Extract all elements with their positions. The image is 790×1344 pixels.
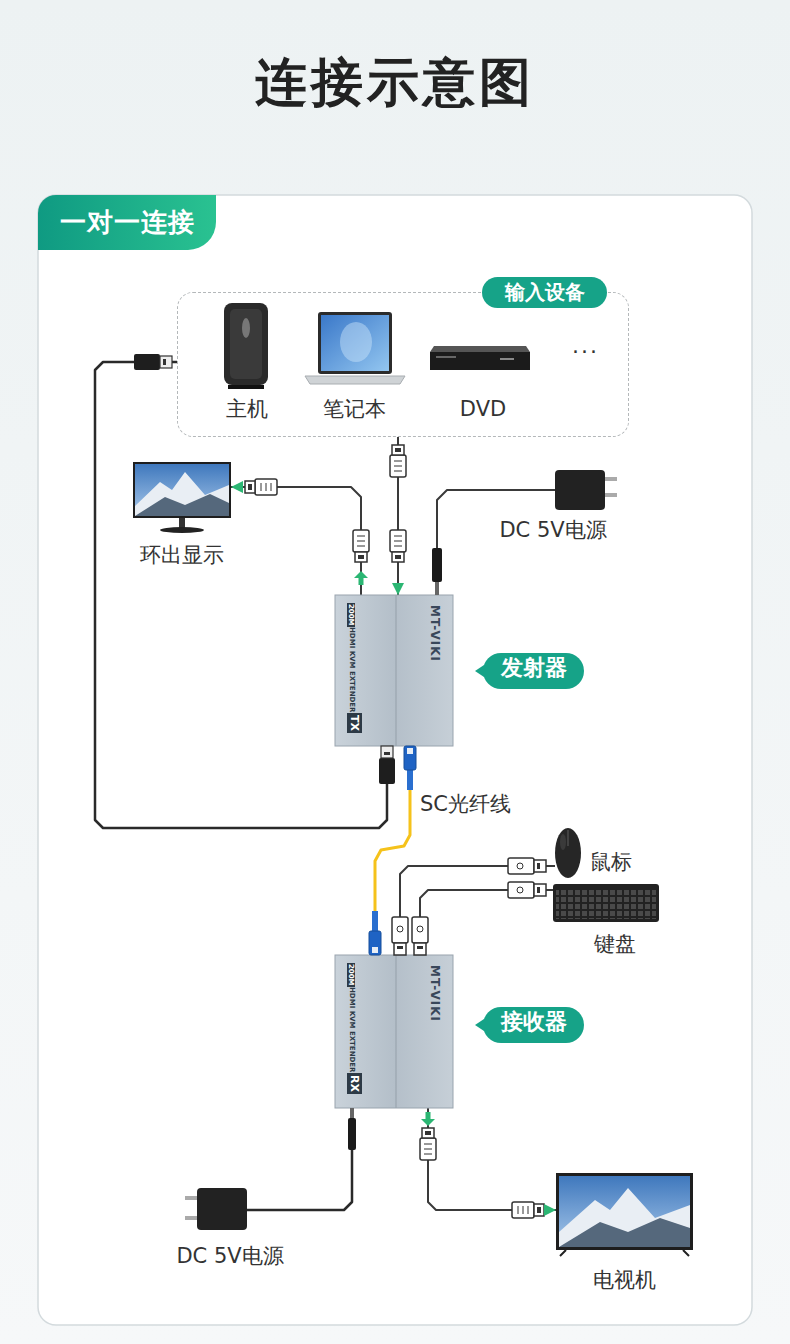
card: [38, 195, 752, 1325]
dc-jack: [432, 548, 442, 595]
node-text: DC 5V电源: [499, 518, 606, 542]
device: DVD: [431, 346, 531, 374]
node-text: DVD: [460, 397, 506, 421]
node-text: 发射器: [483, 653, 584, 689]
node-text: MT-VIKI: [428, 605, 442, 662]
arrow-head: [544, 1204, 556, 1216]
cable: [375, 746, 410, 955]
node-text: 笔记本: [323, 397, 386, 421]
edge-label: SC光纤线: [420, 792, 511, 816]
node-text: 环出显示: [140, 543, 224, 567]
device: 主机: [225, 304, 269, 389]
power-adapter: DC 5V电源: [555, 470, 605, 510]
node-text: RX: [347, 1073, 362, 1094]
node-text: 键盘: [594, 932, 636, 956]
signal-arrow: [354, 571, 368, 585]
usb-plug: [412, 917, 428, 955]
hdmi-plug: [420, 1128, 436, 1160]
hdmi-plug: [390, 530, 406, 562]
node-text: 一对一连接: [38, 195, 216, 250]
node-text: HDMI KVM EXTENDER: [348, 627, 356, 713]
extender-unit: 接收器MT-VIKI200MHDMI KVM EXTENDERRX: [335, 955, 453, 1108]
usb-plug: [508, 882, 546, 898]
device: 键盘: [553, 884, 659, 922]
usb-plug: [134, 354, 172, 370]
hdmi-plug: [390, 445, 406, 477]
usb-plug: [379, 746, 395, 784]
mouse: [555, 828, 581, 878]
node-text: 鼠标: [590, 850, 632, 874]
hdmi-plug: [353, 530, 369, 562]
usb-plug: [508, 858, 546, 874]
device: 电视机: [556, 1173, 693, 1253]
node-text: 接收器: [483, 1007, 584, 1043]
device: 环出显示: [133, 462, 231, 534]
node-text: MT-VIKI: [428, 965, 442, 1022]
cable: [231, 487, 361, 595]
sc-connector: [404, 746, 416, 790]
tab-label: 一对一连接: [38, 195, 216, 250]
node-text: DC 5V电源: [176, 1244, 283, 1268]
node-text: HDMI KVM EXTENDER: [348, 987, 356, 1073]
sc-connector: [369, 911, 381, 955]
cable: [420, 890, 553, 955]
node-text: 输入设备: [482, 277, 607, 308]
power-adapter: [185, 1188, 247, 1230]
transmitter-body: [335, 595, 453, 746]
power-adapter: DC 5V电源: [197, 1188, 247, 1230]
usb-plug: [392, 917, 408, 955]
cable: [428, 1108, 556, 1210]
arrow-head: [231, 481, 243, 493]
arrow-head: [392, 583, 404, 595]
hdmi-plug: [512, 1202, 544, 1218]
device: 鼠标: [555, 828, 581, 878]
node-text: 200M: [347, 603, 355, 627]
node-text: 主机: [226, 397, 268, 421]
page-title: 连接示意图: [0, 48, 790, 118]
keyboard: [553, 884, 659, 922]
signal-arrow: [421, 1112, 435, 1126]
monitor: [133, 462, 231, 533]
receiver-body: [335, 955, 453, 1108]
hdmi-plug: [245, 479, 277, 495]
extender-unit: 发射器MT-VIKI200MHDMI KVM EXTENDERTX: [335, 595, 453, 746]
cable: [247, 1108, 352, 1210]
dvd-player: [430, 346, 530, 370]
cable: [437, 490, 555, 595]
host-tower: [224, 303, 268, 389]
group-box: 输入设备主机笔记本DVD: [177, 292, 629, 437]
node-text: 电视机: [593, 1268, 656, 1292]
device: 笔记本: [306, 313, 406, 385]
dc-jack: [348, 1108, 356, 1150]
node-text: 200M: [347, 963, 355, 987]
laptop: [305, 312, 405, 384]
power-adapter: [555, 470, 617, 510]
node-text: TX: [347, 713, 362, 733]
television: [556, 1173, 693, 1256]
free-label: ···: [572, 340, 599, 364]
cable: [400, 866, 555, 955]
cable: [397, 437, 399, 595]
cable: [95, 362, 387, 828]
